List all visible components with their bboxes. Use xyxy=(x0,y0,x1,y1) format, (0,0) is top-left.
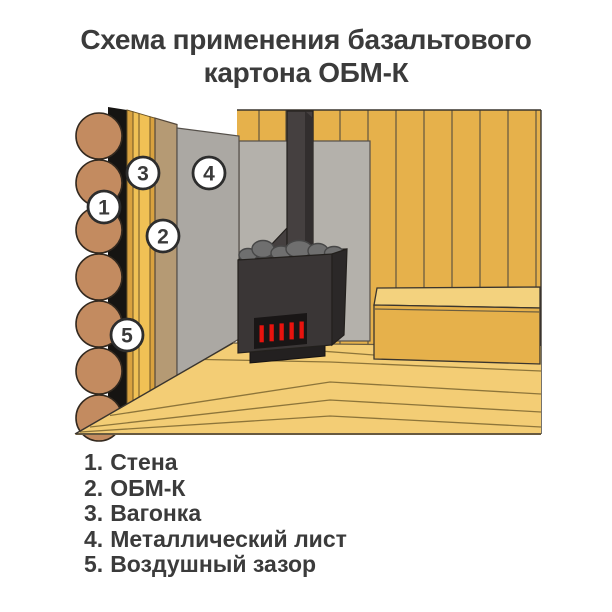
chimney xyxy=(270,110,314,251)
title-line-1: Схема применения базальтового xyxy=(80,24,532,55)
callout-5: 5 xyxy=(109,317,145,353)
log xyxy=(75,253,123,301)
legend-label: Стена xyxy=(110,449,178,475)
floor-plank-line xyxy=(109,381,542,417)
log xyxy=(75,112,123,160)
vagonka-layer xyxy=(126,109,156,406)
page-title: Схема применения базальтового картона ОБ… xyxy=(0,23,612,89)
legend-number: 5. xyxy=(84,551,104,577)
legend-number: 3. xyxy=(84,500,104,526)
stove-vent xyxy=(254,313,307,349)
stove xyxy=(237,239,348,364)
callout-2-number: 2 xyxy=(157,226,169,249)
legend-number: 2. xyxy=(84,474,104,501)
legend-item-vagonka: 3.Вагонка xyxy=(84,500,347,527)
legend-label: Вагонка xyxy=(110,500,202,526)
legend-item-metal-sheet: 4.Металлический лист xyxy=(84,525,347,553)
wall-floor-junction xyxy=(74,342,234,435)
legend-label: Металлический лист xyxy=(110,525,347,552)
legend: 1.Стена 2.ОБМ-К 3.Вагонка 4.Металлически… xyxy=(84,449,347,578)
legend-number: 1. xyxy=(84,449,104,475)
callout-1: 1 xyxy=(86,189,122,225)
callout-3: 3 xyxy=(125,155,161,191)
legend-label: ОБМ-К xyxy=(110,474,186,501)
obmk-layer xyxy=(154,117,178,391)
vent-bar xyxy=(299,321,304,339)
title-line-2: картона ОБМ-К xyxy=(203,57,409,88)
bench-front xyxy=(373,304,541,365)
legend-item-air-gap: 5.Воздушный зазор xyxy=(84,551,347,578)
callout-5-number: 5 xyxy=(121,325,133,348)
bench xyxy=(373,286,541,365)
callout-1-number: 1 xyxy=(98,197,110,220)
legend-number: 4. xyxy=(84,525,104,552)
callout-4: 4 xyxy=(191,155,227,191)
sauna-stones xyxy=(238,239,345,263)
legend-item-obmk: 2.ОБМ-К xyxy=(84,474,347,502)
vent-bar xyxy=(259,325,264,343)
log xyxy=(75,347,123,395)
callout-4-number: 4 xyxy=(203,163,215,186)
vent-bar xyxy=(269,324,274,342)
floor-plank-line xyxy=(89,399,542,428)
callout-2: 2 xyxy=(145,218,181,254)
floor-plank-line xyxy=(204,358,542,372)
stove-side-face xyxy=(331,248,348,347)
vent-bar xyxy=(279,323,284,341)
chimney-shade xyxy=(305,111,313,250)
legend-label: Воздушный зазор xyxy=(110,551,317,577)
vent-bar xyxy=(289,322,294,340)
callout-3-number: 3 xyxy=(137,163,149,186)
legend-item-wall: 1.Стена xyxy=(84,449,347,476)
floor-plank-line xyxy=(79,415,542,433)
bench-edge-line xyxy=(373,308,541,313)
callouts: 1 2 3 4 5 xyxy=(86,155,227,353)
